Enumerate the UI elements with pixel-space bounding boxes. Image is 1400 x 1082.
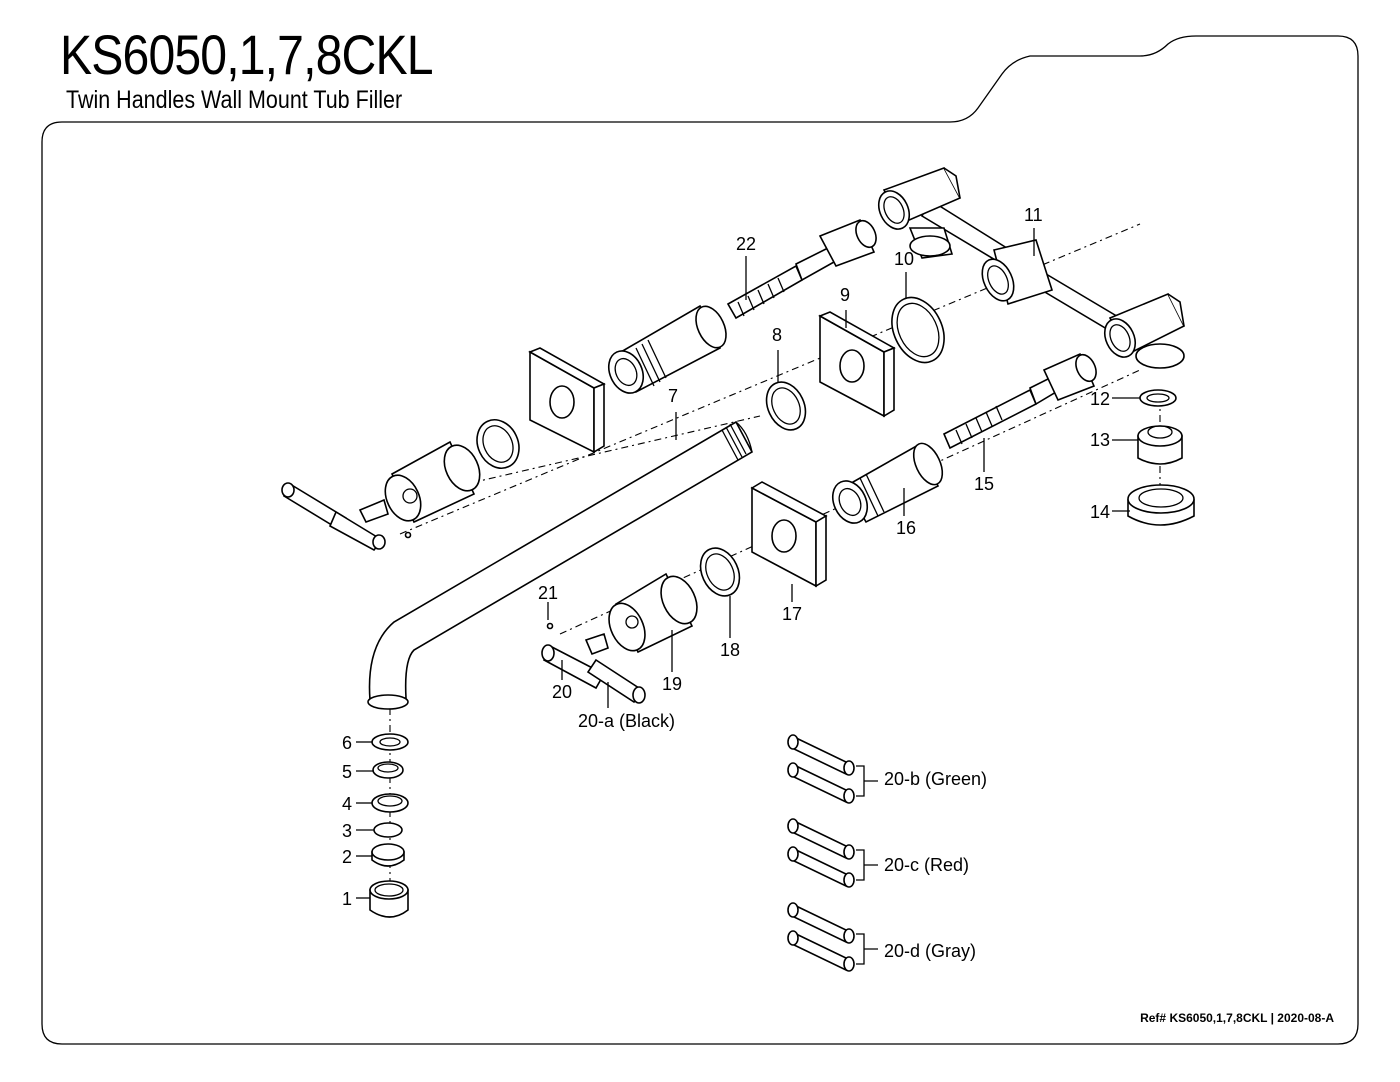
handle-assembly-lower — [541, 481, 828, 704]
reference-footer: Ref# KS6050,1,7,8CKL | 2020-08-A — [1140, 1011, 1334, 1025]
part-label-13: 13 — [1090, 430, 1110, 450]
part-label-21: 21 — [538, 583, 558, 603]
part-label-6: 6 — [342, 733, 352, 753]
part-label-14: 14 — [1090, 502, 1110, 522]
handle-color-options — [787, 734, 878, 972]
spout-part-7 — [367, 420, 754, 710]
part-label-22: 22 — [736, 234, 756, 254]
aerator-parts — [369, 733, 409, 918]
flange-and-ring-upper-right — [765, 296, 945, 431]
part-label-9: 9 — [840, 285, 850, 305]
part-label-7: 7 — [668, 386, 678, 406]
part-label-8: 8 — [772, 325, 782, 345]
part-label-17: 17 — [782, 604, 802, 624]
part-label-12: 12 — [1090, 389, 1110, 409]
part-label-16: 16 — [896, 518, 916, 538]
part-label-5: 5 — [342, 762, 352, 782]
part-label-10: 10 — [894, 249, 914, 269]
part-label-18: 18 — [720, 640, 740, 660]
part-label-3: 3 — [342, 821, 352, 841]
valve-body-part-11 — [877, 167, 1186, 369]
part-label-4: 4 — [342, 794, 352, 814]
leader-lines — [356, 228, 1140, 899]
connector-parts — [1127, 389, 1195, 526]
page-title: KS6050,1,7,8CKL — [60, 23, 434, 86]
part-label-2: 2 — [342, 847, 352, 867]
part-label-20c: 20-c (Red) — [884, 855, 969, 875]
drawing-frame — [41, 35, 1359, 1045]
part-label-20b: 20-b (Green) — [884, 769, 987, 789]
handle-assembly-upper — [281, 347, 606, 552]
part-label-20: 20 — [552, 682, 572, 702]
part-label-11: 11 — [1024, 205, 1043, 225]
valve-cartridge-lower — [831, 352, 1097, 524]
part-label-15: 15 — [974, 474, 994, 494]
part-label-1: 1 — [342, 889, 352, 909]
valve-cartridge-upper — [607, 218, 877, 394]
part-label-20d: 20-d (Gray) — [884, 941, 976, 961]
page-subtitle: Twin Handles Wall Mount Tub Filler — [66, 86, 403, 114]
part-label-19: 19 — [662, 674, 682, 694]
part-label-20a: 20-a (Black) — [578, 711, 675, 731]
